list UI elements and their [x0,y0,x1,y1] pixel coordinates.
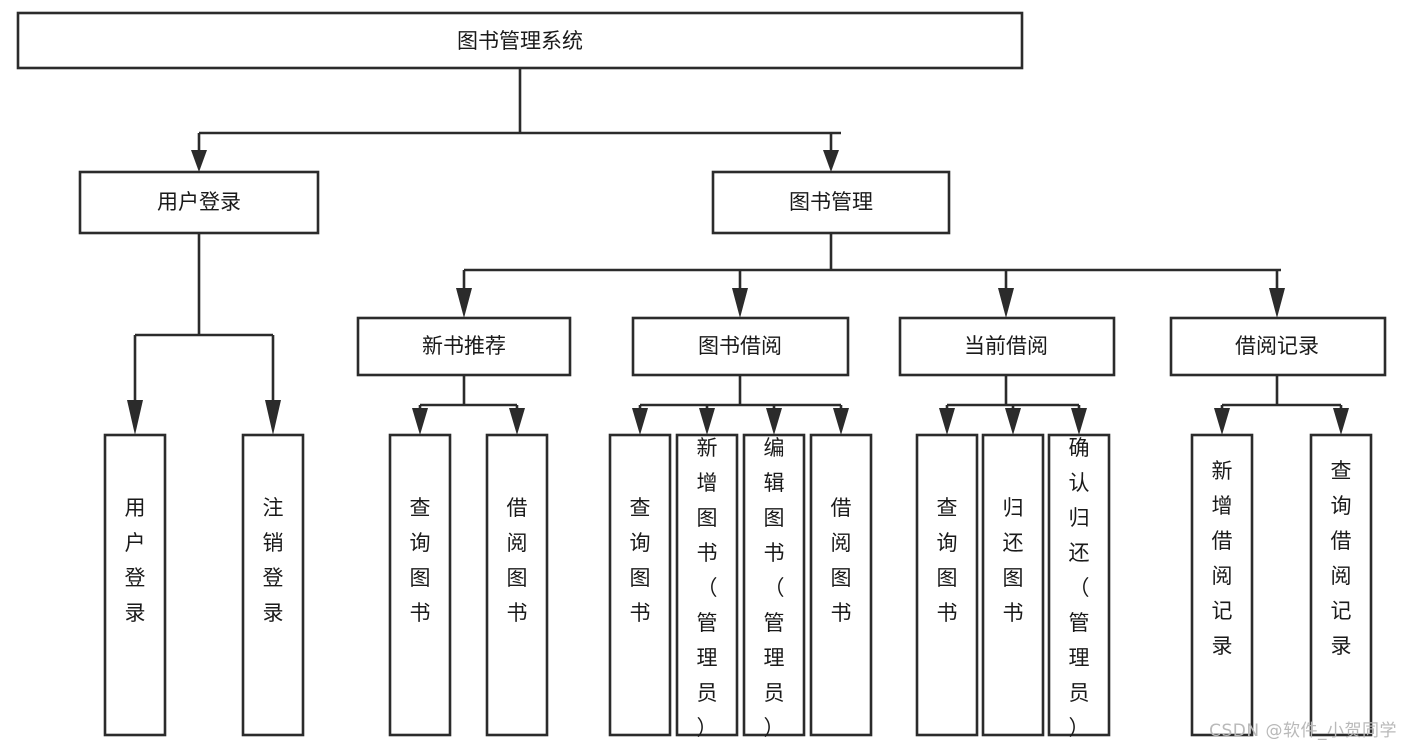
node-leaf-query-record[interactable]: 查询借阅记录 [1309,433,1373,737]
node-leaf-user-login-label: 用户登录 [125,496,146,625]
node-leaf-add-book[interactable]: 新增图书（管理员） [675,433,739,740]
node-leaf-return-book-label: 归还图书 [1003,496,1024,625]
arrow-to-book-manage [823,150,839,172]
node-leaf-add-record[interactable]: 新增借阅记录 [1190,433,1254,737]
node-leaf-user-login[interactable]: 用户登录 [103,433,167,737]
node-leaf-add-book-label: 新增图书（管理员） [697,436,718,740]
node-root-label: 图书管理系统 [457,29,583,53]
edges-layer [127,68,1349,435]
arrow-to-leaf-query-record [1333,408,1349,435]
arrow-to-leaf-query-book-2 [632,408,648,435]
node-leaf-query-book-3-label: 查询图书 [937,496,958,625]
arrow-to-leaf-confirm-return [1071,408,1087,435]
node-new-book-rec[interactable]: 新书推荐 [356,316,572,377]
node-leaf-edit-book-label: 编辑图书（管理员） [764,436,785,740]
arrow-to-leaf-return-book [1005,408,1021,435]
node-book-borrow[interactable]: 图书借阅 [631,316,850,377]
node-user-login[interactable]: 用户登录 [78,170,320,235]
nodes-layer: 图书管理系统 用户登录 图书管理 新书推荐 图书借阅 [16,11,1387,740]
node-book-borrow-label: 图书借阅 [698,334,782,358]
arrow-to-new-book-rec [456,288,472,318]
arrow-to-leaf-add-record [1214,408,1230,435]
node-leaf-borrow-book-1-label: 借阅图书 [507,496,528,625]
node-leaf-borrow-book-1[interactable]: 借阅图书 [485,433,549,737]
node-leaf-add-record-label: 新增借阅记录 [1212,459,1233,658]
node-leaf-query-book-3[interactable]: 查询图书 [915,433,979,737]
node-book-manage-label: 图书管理 [789,190,873,214]
arrow-to-leaf-borrow-book-2 [833,408,849,435]
node-leaf-borrow-book-2-label: 借阅图书 [831,496,852,625]
node-new-book-rec-label: 新书推荐 [422,334,506,358]
node-borrow-record[interactable]: 借阅记录 [1169,316,1387,377]
arrow-to-leaf-user-login [127,400,143,435]
node-user-login-label: 用户登录 [157,190,241,214]
node-leaf-query-book-1-label: 查询图书 [410,496,431,625]
arrow-to-leaf-edit-book [766,408,782,435]
arrow-to-user-login [191,150,207,172]
arrow-to-current-borrow [998,288,1014,318]
arrow-to-leaf-query-book-3 [939,408,955,435]
node-root[interactable]: 图书管理系统 [16,11,1024,70]
arrow-to-borrow-record [1269,288,1285,318]
node-book-manage[interactable]: 图书管理 [711,170,951,235]
node-leaf-query-book-1[interactable]: 查询图书 [388,433,452,737]
node-borrow-record-label: 借阅记录 [1235,334,1319,358]
arrow-to-leaf-logout [265,400,281,435]
node-current-borrow-label: 当前借阅 [964,334,1048,358]
arrow-to-leaf-borrow-book-1 [509,408,525,435]
node-leaf-query-book-2-label: 查询图书 [630,496,651,625]
node-leaf-query-record-label: 查询借阅记录 [1331,459,1352,658]
arrow-to-leaf-query-book-1 [412,408,428,435]
node-current-borrow[interactable]: 当前借阅 [898,316,1116,377]
node-leaf-confirm-return-label: 确认归还（管理员） [1069,436,1090,740]
node-leaf-return-book[interactable]: 归还图书 [981,433,1045,737]
node-leaf-logout[interactable]: 注销登录 [241,433,305,737]
node-leaf-logout-label: 注销登录 [263,496,284,625]
node-leaf-query-book-2[interactable]: 查询图书 [608,433,672,737]
node-leaf-confirm-return[interactable]: 确认归还（管理员） [1047,433,1111,740]
node-leaf-borrow-book-2[interactable]: 借阅图书 [809,433,873,737]
node-leaf-edit-book[interactable]: 编辑图书（管理员） [742,433,806,740]
arrow-to-leaf-add-book [699,408,715,435]
arrow-to-book-borrow [732,288,748,318]
